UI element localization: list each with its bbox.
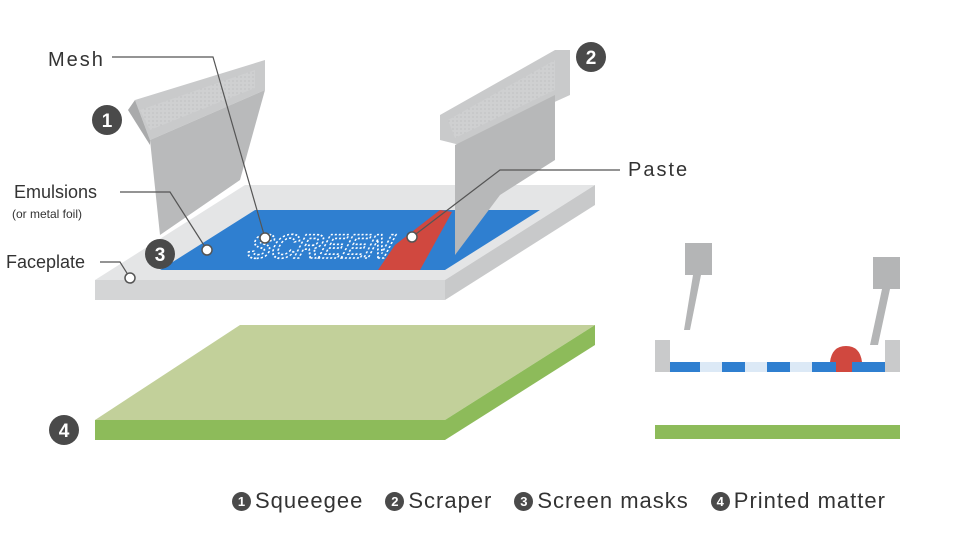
svg-text:3: 3 [155,245,166,266]
legend: 1 Squeegee 2 Scraper 3 Screen masks 4 Pr… [232,486,952,516]
legend-badge: 3 [514,491,534,511]
label-emulsions: Emulsions [14,182,97,202]
scraper [440,50,570,255]
legend-item-screen-masks: 3 Screen masks [514,488,688,514]
label-mesh: Mesh [48,49,105,71]
printed-matter [95,325,595,440]
label-emulsions-sub: (or metal foil) [12,207,82,221]
squeegee [128,60,265,235]
side-view [655,243,900,439]
legend-label: Screen masks [537,488,689,513]
label-faceplate: Faceplate [6,252,85,272]
legend-badge: 2 [385,491,405,511]
screen-frame: SCREEN [95,185,595,300]
label-paste: Paste [628,159,689,181]
screen-mask [160,210,540,270]
legend-label: Printed matter [733,488,886,513]
svg-text:2: 2 [586,48,597,69]
svg-text:4: 4 [59,421,70,442]
legend-badge: 4 [710,491,730,511]
leader-lines [100,56,620,279]
screen-mesh-text: SCREEN [244,228,399,266]
badge-3: 3 [145,239,175,269]
svg-text:1: 1 [102,111,113,132]
badge-1: 1 [92,105,122,135]
legend-item-scraper: 2 Scraper [385,488,492,514]
badge-2: 2 [576,42,606,72]
badge-4: 4 [49,415,79,445]
legend-badge: 1 [232,491,251,511]
legend-item-squeegee: 1 Squeegee [232,488,363,514]
legend-item-printed-matter: 4 Printed matter [710,488,886,514]
leader-markers [124,231,418,284]
legend-label: Scraper [408,488,493,513]
legend-label: Squeegee [255,488,364,513]
